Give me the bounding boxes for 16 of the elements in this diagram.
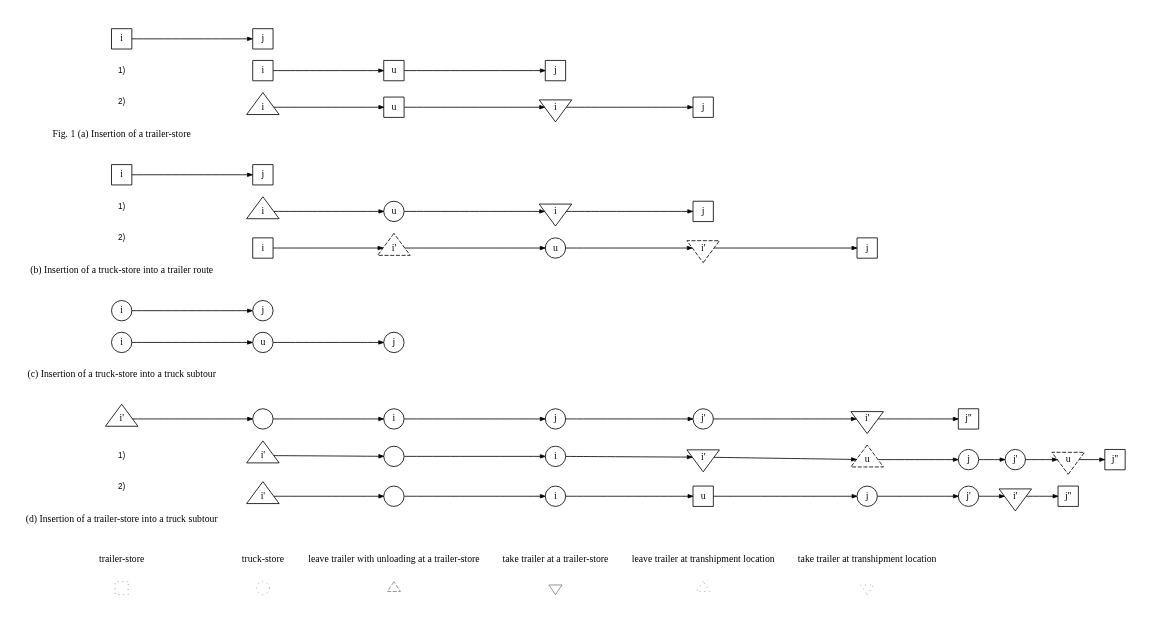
label: 1) [118, 450, 126, 460]
label: (c) Insertion of a truck-store into a truck subtour [27, 367, 216, 379]
label: 2) [118, 233, 126, 243]
label: 2) [118, 482, 126, 492]
legend-label: leave trailer at transhipment location [631, 553, 775, 565]
legend-label: truck-store [241, 553, 284, 565]
label: Fig. 1 (a) Insertion of a trailer-store [52, 127, 191, 139]
label: 1) [118, 201, 126, 211]
legend-label: take trailer at a trailer-store [502, 553, 609, 565]
label: 1) [118, 65, 126, 75]
label: (b) Insertion of a truck-store into a trailer route [30, 263, 214, 275]
legend-label: trailer-store [99, 553, 145, 565]
label: (d) Insertion of a trailer-store into a truck subtour [25, 512, 218, 524]
legend-label: take trailer at transhipment location [797, 553, 937, 565]
label: 2) [118, 97, 126, 107]
legend-label: leave trailer with unloading at a trailer-store [308, 553, 480, 565]
